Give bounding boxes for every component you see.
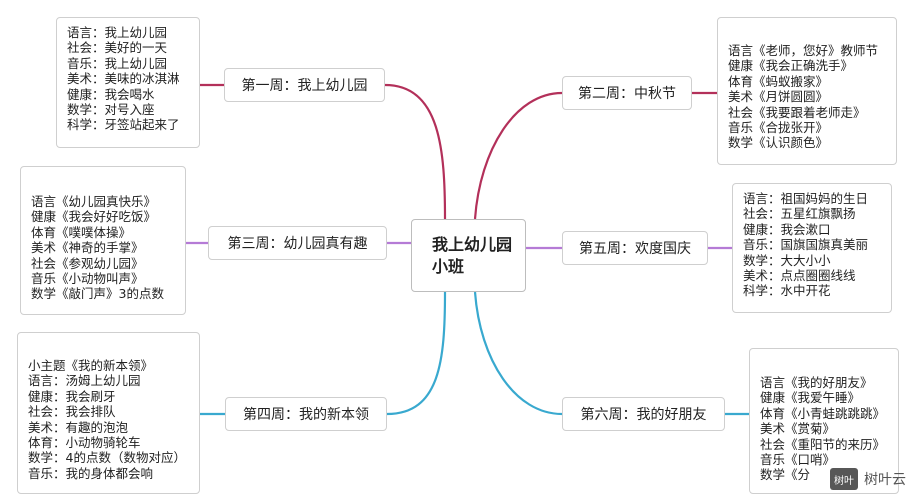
week6-title: 第六周：我的好朋友 xyxy=(580,407,707,423)
week2-detail-box[interactable]: 语言《老师，您好》教师节 健康《我会正确洗手》 体育《蚂蚁搬家》 美术《月饼圆圆… xyxy=(717,17,897,165)
detail-item: 语言《我的好朋友》 xyxy=(760,375,873,390)
detail-item: 美术《神奇的手掌》 xyxy=(31,240,144,256)
detail-item: 音乐：我上幼儿园 xyxy=(67,55,168,71)
detail-item: 语言：祖国妈妈的生日 xyxy=(743,191,869,206)
week3-title: 第三周：幼儿园真有趣 xyxy=(227,236,368,252)
detail-item: 科学：牙签站起来了 xyxy=(67,117,180,133)
detail-item: 音乐：我的身体都会响 xyxy=(28,465,154,481)
detail-item: 音乐《口哨》 xyxy=(760,452,836,468)
detail-item: 美术《赏菊》 xyxy=(760,421,836,437)
week1-topic[interactable]: 第一周：我上幼儿园 xyxy=(224,68,385,102)
detail-item: 数学《分 xyxy=(760,467,811,483)
detail-item: 数学《认识颜色》 xyxy=(728,135,829,151)
detail-item: 数学：对号入座 xyxy=(67,102,155,118)
detail-item: 语言：我上幼儿园 xyxy=(67,25,168,40)
week1-detail-box[interactable]: 语言：我上幼儿园 社会：美好的一天 音乐：我上幼儿园 美术：美味的冰淇淋 健康：… xyxy=(56,17,200,148)
week4-topic[interactable]: 第四周：我的新本领 xyxy=(225,397,387,431)
detail-item: 健康《我会好好吃饭》 xyxy=(31,209,157,225)
detail-item: 健康：我会刷牙 xyxy=(28,388,116,404)
detail-item: 美术：有趣的泡泡 xyxy=(28,419,129,435)
detail-item: 数学：大大小小 xyxy=(743,252,831,268)
detail-item: 健康《我爱午睡》 xyxy=(760,390,861,406)
detail-item: 小主题《我的新本领》 xyxy=(28,358,154,373)
link-center-week1 xyxy=(384,83,447,220)
week3-topic[interactable]: 第三周：幼儿园真有趣 xyxy=(208,226,387,260)
detail-item: 体育《小青蛙跳跳跳》 xyxy=(760,405,886,421)
week1-title: 第一周：我上幼儿园 xyxy=(241,78,368,94)
watermark-text: 树叶云 xyxy=(864,472,906,488)
link-center-week4 xyxy=(386,291,447,416)
detail-item: 科学：水中开花 xyxy=(743,283,831,299)
central-topic-line1: 我上幼儿园 xyxy=(432,234,513,254)
detail-item: 数学：4的点数（数物对应） xyxy=(28,450,186,466)
week4-title: 第四周：我的新本领 xyxy=(243,407,369,423)
detail-item: 社会：五星红旗飘扬 xyxy=(743,206,856,222)
week6-detail-box[interactable]: 语言《我的好朋友》 健康《我爱午睡》 体育《小青蛙跳跳跳》 美术《赏菊》 社会《… xyxy=(749,348,899,494)
detail-item: 美术：点点圈圈线线 xyxy=(743,268,856,284)
week5-title: 第五周：欢度国庆 xyxy=(579,241,691,257)
detail-item: 健康《我会正确洗手》 xyxy=(728,58,854,74)
link-center-week6 xyxy=(473,291,563,416)
week3-detail-box[interactable]: 语言《幼儿园真快乐》 健康《我会好好吃饭》 体育《噗噗体操》 美术《神奇的手掌》… xyxy=(20,166,186,315)
detail-item: 语言：汤姆上幼儿园 xyxy=(28,373,141,389)
detail-item: 音乐：国旗国旗真美丽 xyxy=(743,237,869,253)
detail-item: 数学《敲门声》3的点数 xyxy=(31,286,164,302)
week5-topic[interactable]: 第五周：欢度国庆 xyxy=(562,231,708,265)
detail-item: 美术《月饼圆圆》 xyxy=(728,89,829,105)
central-topic[interactable]: 我上幼儿园 小班 xyxy=(411,219,526,292)
detail-item: 社会《重阳节的来历》 xyxy=(760,436,886,452)
detail-item: 社会《我要跟着老师走》 xyxy=(728,104,866,120)
central-topic-line2: 小班 xyxy=(432,256,465,276)
week2-topic[interactable]: 第二周：中秋节 xyxy=(562,76,692,110)
week6-topic[interactable]: 第六周：我的好朋友 xyxy=(562,397,725,431)
detail-item: 社会《参观幼儿园》 xyxy=(31,255,144,271)
detail-item: 健康：我会漱口 xyxy=(743,221,831,237)
detail-item: 语言《老师，您好》教师节 xyxy=(728,43,879,58)
detail-item: 美术：美味的冰淇淋 xyxy=(67,71,180,87)
week5-detail-box[interactable]: 语言：祖国妈妈的生日 社会：五星红旗飘扬 健康：我会漱口 音乐：国旗国旗真美丽 … xyxy=(732,183,892,313)
link-center-week2 xyxy=(473,91,563,220)
week4-detail-box[interactable]: 小主题《我的新本领》 语言：汤姆上幼儿园 健康：我会刷牙 社会：我会排队 美术：… xyxy=(17,332,200,494)
detail-item: 体育《蚂蚁搬家》 xyxy=(728,73,829,89)
detail-item: 音乐《合拢张开》 xyxy=(728,120,829,136)
detail-item: 语言《幼儿园真快乐》 xyxy=(31,194,157,209)
detail-item: 音乐《小动物叫声》 xyxy=(31,271,144,287)
detail-item: 健康：我会喝水 xyxy=(67,86,155,102)
watermark: 树叶 树叶云 xyxy=(830,468,906,490)
detail-item: 社会：我会排队 xyxy=(28,404,116,420)
detail-item: 社会：美好的一天 xyxy=(67,40,168,56)
detail-item: 体育《噗噗体操》 xyxy=(31,224,132,240)
detail-item: 体育：小动物骑轮车 xyxy=(28,435,141,451)
week2-title: 第二周：中秋节 xyxy=(578,86,676,102)
watermark-logo-icon: 树叶 xyxy=(830,468,858,490)
